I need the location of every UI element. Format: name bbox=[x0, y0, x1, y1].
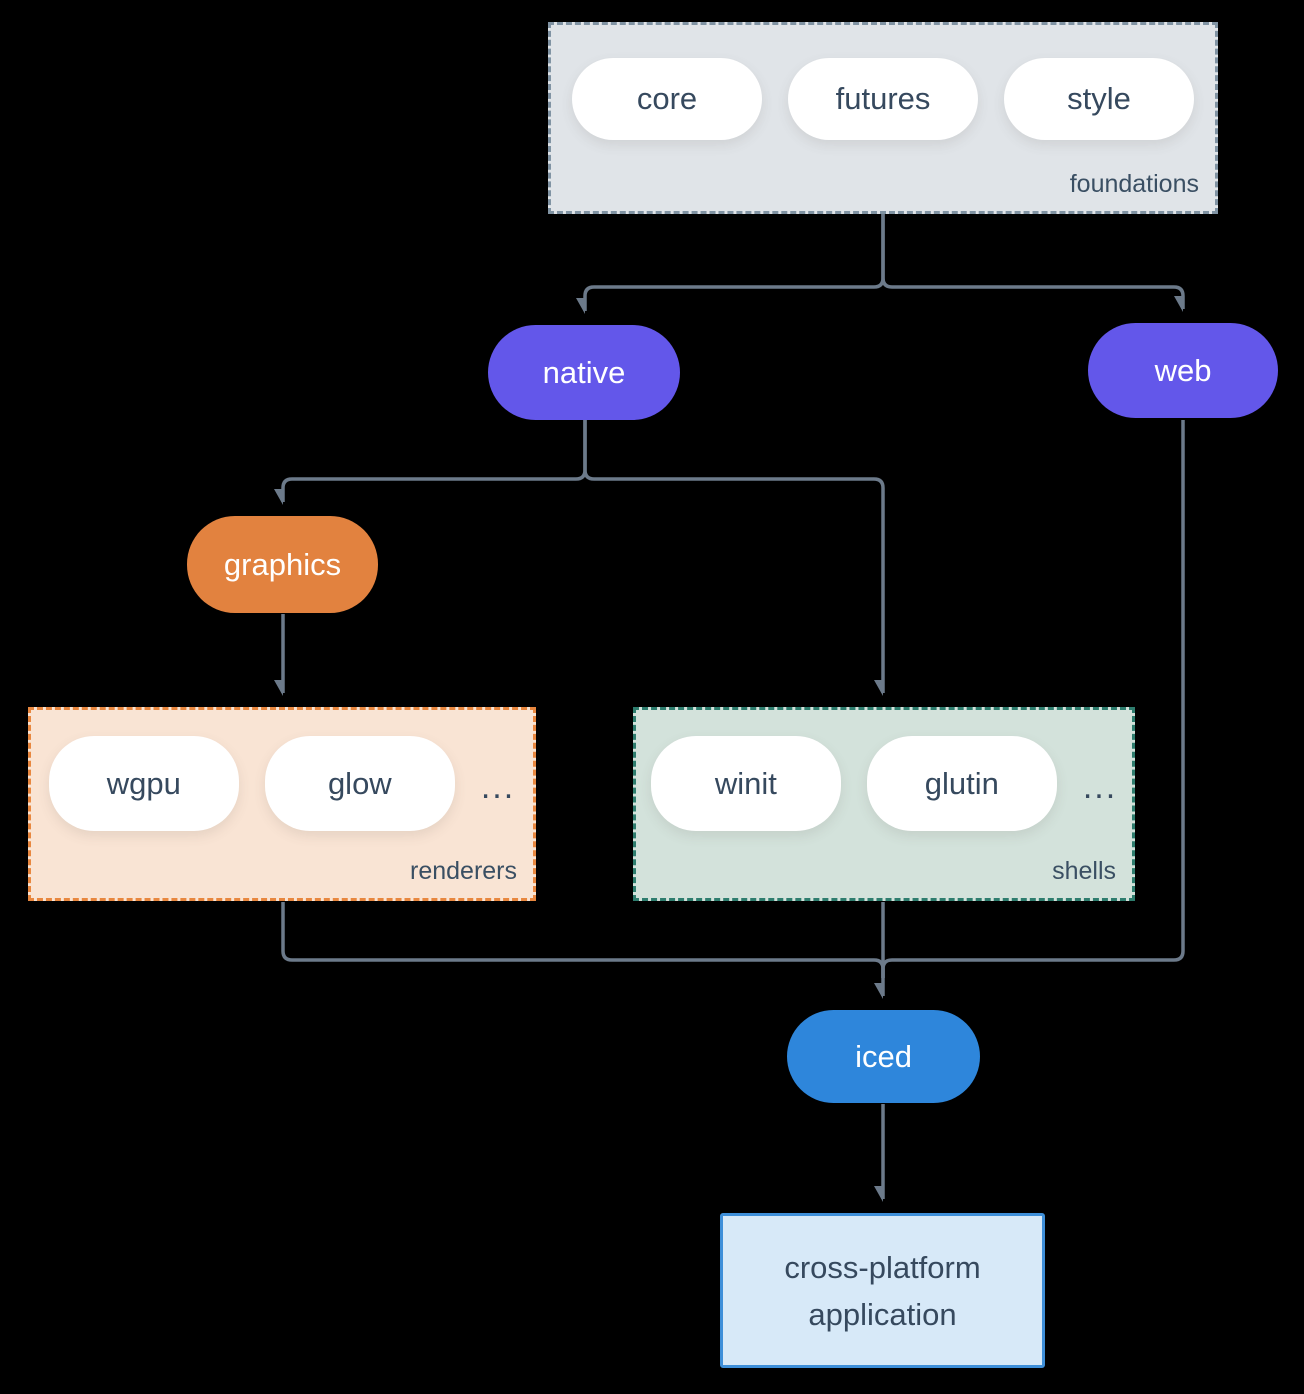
connector-native-graphics bbox=[283, 420, 587, 502]
pill-winit: winit bbox=[650, 736, 841, 831]
foundations-pill-row: core futures style bbox=[551, 58, 1215, 140]
connector-native-shells bbox=[583, 420, 885, 693]
connector-renderers-iced bbox=[281, 902, 885, 978]
pill-wgpu: wgpu bbox=[48, 736, 239, 831]
pill-style: style bbox=[1004, 58, 1194, 140]
renderers-label: renderers bbox=[410, 857, 517, 885]
node-iced: iced bbox=[787, 1010, 980, 1103]
node-web: web bbox=[1088, 323, 1278, 418]
renderers-pill-row: wgpu glow ... bbox=[31, 736, 533, 831]
node-graphics: graphics bbox=[187, 516, 378, 613]
pill-futures: futures bbox=[788, 58, 978, 140]
shells-pill-row: winit glutin ... bbox=[636, 736, 1132, 831]
application-box: cross-platform application bbox=[720, 1213, 1045, 1368]
group-renderers: wgpu glow ... renderers bbox=[28, 707, 536, 901]
shells-ellipsis: ... bbox=[1082, 768, 1118, 806]
group-shells: winit glutin ... shells bbox=[633, 707, 1135, 901]
connector-foundations-native bbox=[585, 214, 885, 311]
foundations-label: foundations bbox=[1069, 170, 1199, 198]
pill-glutin: glutin bbox=[866, 736, 1057, 831]
shells-label: shells bbox=[1052, 857, 1116, 885]
connector-foundations-web bbox=[881, 214, 1185, 309]
pill-core: core bbox=[572, 58, 762, 140]
node-native: native bbox=[488, 325, 680, 420]
renderers-ellipsis: ... bbox=[480, 768, 516, 806]
pill-glow: glow bbox=[264, 736, 455, 831]
group-foundations: core futures style foundations bbox=[548, 22, 1218, 214]
